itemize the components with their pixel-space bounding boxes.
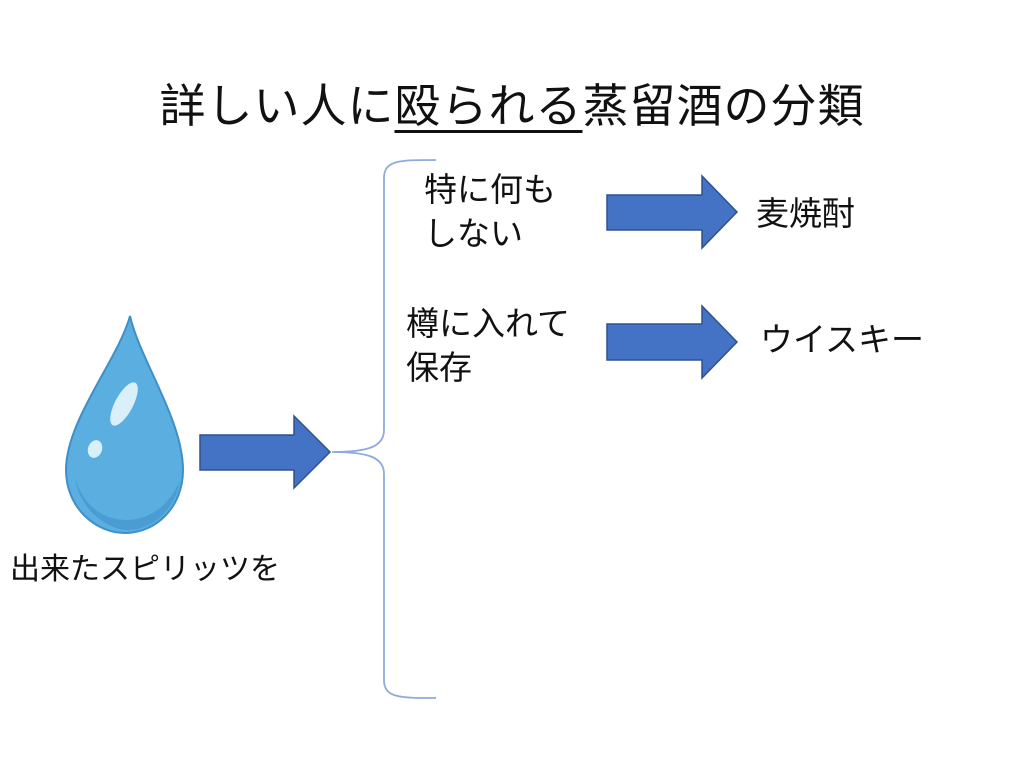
branch2-result: ウイスキー (760, 320, 925, 359)
title-prefix: 詳しい人に (159, 79, 395, 133)
branch2-condition: 樽に入れて 保存 (406, 302, 570, 390)
branch2-condition-line2: 保存 (406, 348, 472, 387)
branch2-arrow (606, 304, 739, 380)
title-suffix: 蒸留酒の分類 (582, 79, 865, 133)
branch1-condition: 特に何も しない (424, 168, 556, 256)
title-underlined: 殴られる (394, 79, 583, 133)
source-label: 出来たスピリッツを (10, 552, 280, 587)
branch1-result: 麦焼酎 (756, 194, 855, 233)
water-drop-icon (64, 315, 185, 535)
main-arrow (199, 414, 332, 490)
branch2-condition-line1: 樽に入れて (406, 304, 571, 343)
branch1-arrow (606, 174, 739, 250)
branch1-condition-line2: しない (424, 214, 523, 253)
branch1-condition-line1: 特に何も (424, 170, 556, 209)
branch-brace (331, 159, 437, 699)
page-title: 詳しい人に殴られる蒸留酒の分類 (0, 70, 1024, 136)
